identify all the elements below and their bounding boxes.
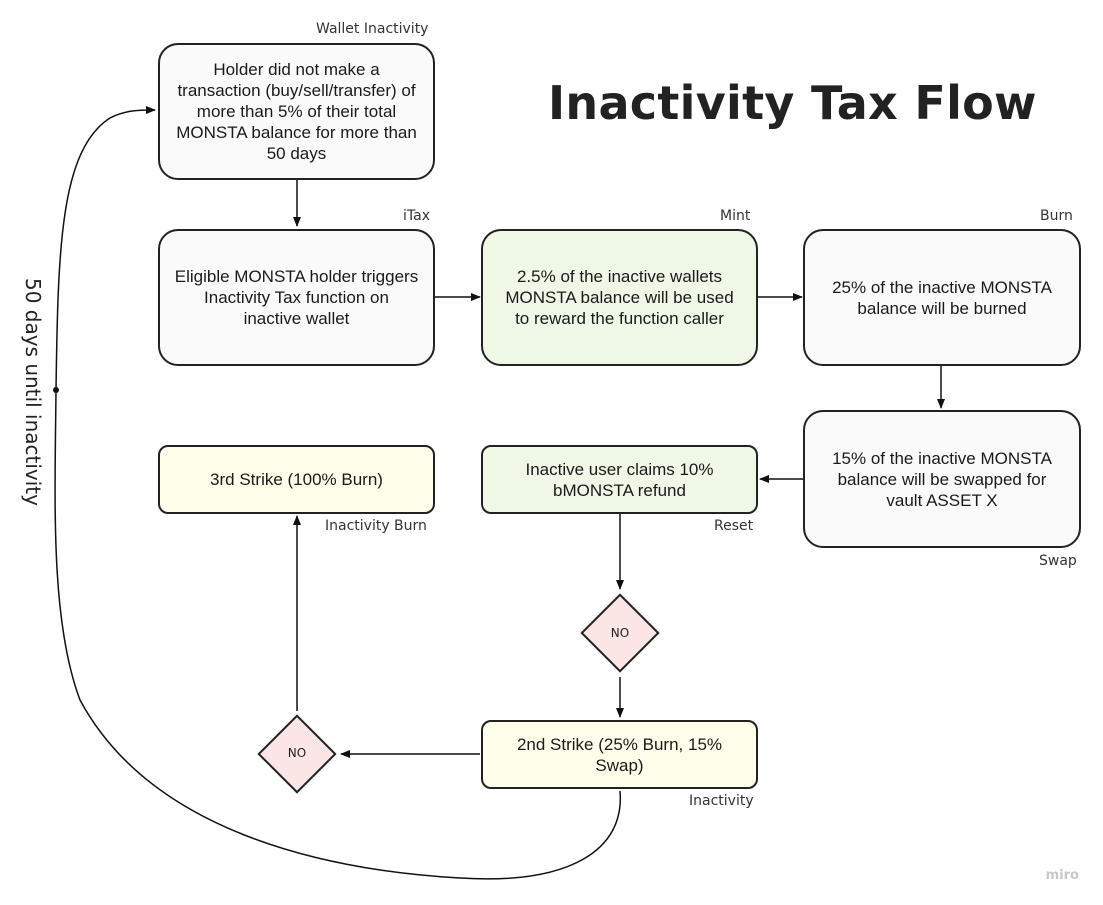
- node-reset: Inactive user claims 10% bMONSTA refund: [481, 445, 758, 514]
- decision-1-text: NO: [610, 626, 630, 640]
- node-itax-text: Eligible MONSTA holder triggers Inactivi…: [174, 267, 419, 328]
- label-inactivity-burn: Inactivity Burn: [325, 518, 427, 534]
- miro-watermark: miro: [1045, 868, 1079, 883]
- loop-duration-label: 50 days until inactivity: [21, 278, 45, 506]
- node-strike3: 3rd Strike (100% Burn): [158, 445, 435, 514]
- node-itax: Eligible MONSTA holder triggers Inactivi…: [158, 229, 435, 366]
- node-strike2: 2nd Strike (25% Burn, 15% Swap): [481, 720, 758, 789]
- node-burn-text: 25% of the inactive MONSTA balance will …: [832, 277, 1052, 318]
- arrow-loop-to-wallet: [54, 106, 621, 880]
- node-burn: 25% of the inactive MONSTA balance will …: [803, 229, 1081, 366]
- decision-2-text: NO: [287, 746, 307, 760]
- node-mint-text: 2.5% of the inactive wallets MONSTA bala…: [505, 267, 734, 328]
- label-inactivity: Inactivity: [689, 793, 754, 809]
- label-itax: iTax: [403, 208, 430, 224]
- node-swap: 15% of the inactive MONSTA balance will …: [803, 410, 1081, 548]
- label-wallet-inactivity: Wallet Inactivity: [316, 21, 429, 37]
- node-wallet-inactivity: Holder did not make a transaction (buy/s…: [158, 43, 435, 180]
- label-burn: Burn: [1040, 208, 1073, 224]
- node-swap-text: 15% of the inactive MONSTA balance will …: [832, 448, 1052, 510]
- diagram-title: Inactivity Tax Flow: [548, 76, 1037, 130]
- label-reset: Reset: [714, 518, 754, 534]
- node-strike3-text: 3rd Strike (100% Burn): [210, 470, 383, 489]
- node-strike2-text: 2nd Strike (25% Burn, 15% Swap): [516, 734, 723, 775]
- label-mint: Mint: [720, 208, 751, 224]
- node-mint: 2.5% of the inactive wallets MONSTA bala…: [481, 229, 758, 366]
- loop-waypoint-dot: [53, 387, 59, 393]
- node-wallet-inactivity-text: Holder did not make a transaction (buy/s…: [176, 60, 417, 163]
- node-reset-text: Inactive user claims 10% bMONSTA refund: [525, 459, 714, 500]
- label-swap: Swap: [1039, 553, 1077, 569]
